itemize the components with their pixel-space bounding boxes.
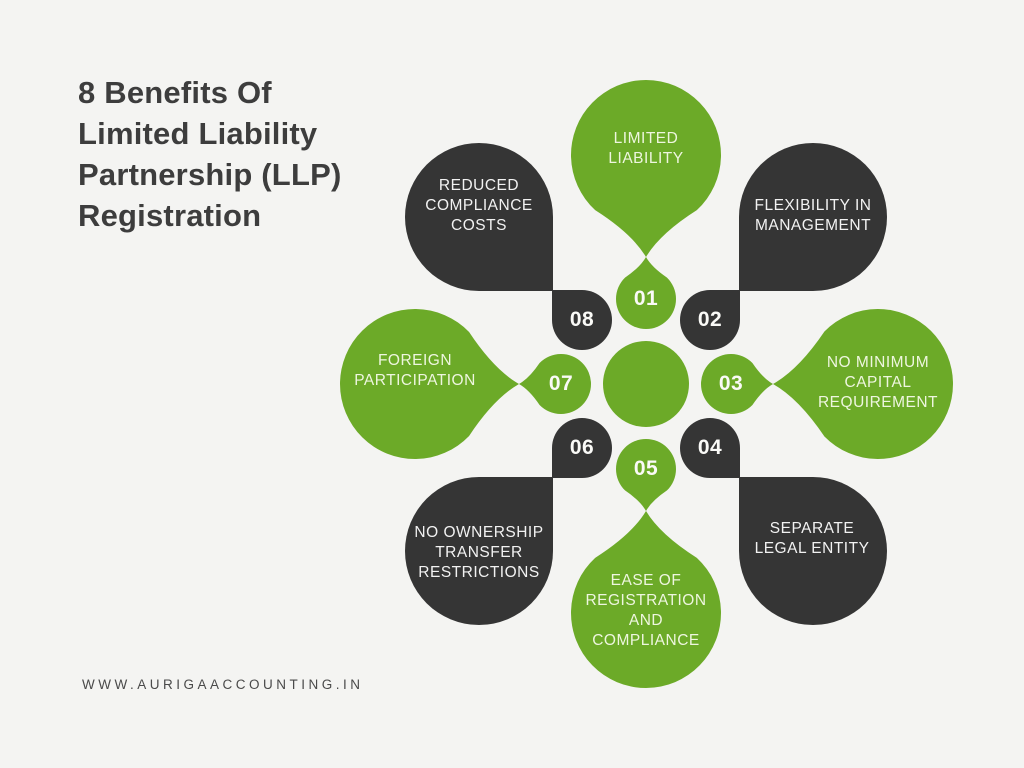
badge-shape-04 [680,418,740,478]
petal-shape-06 [405,477,553,625]
badge-shape-01 [616,257,676,330]
petal-shape-08 [405,143,553,291]
petal-shape-04 [739,477,887,625]
center-circle [603,341,689,427]
website-url: WWW.AURIGAACCOUNTING.IN [82,677,364,692]
page-title: 8 Benefits Of Limited Liability Partners… [78,75,342,233]
petal-shape-03 [773,308,954,459]
badge-shape-02 [680,290,740,350]
badge-shape-03 [701,354,773,415]
badge-shape-05 [616,439,676,511]
badge-shape-06 [552,418,612,478]
petal-shape-05 [571,511,721,689]
petal-shape-02 [739,143,887,291]
badge-shape-08 [552,290,612,350]
badge-shape-07 [519,354,591,415]
petal-shape-07 [340,309,519,459]
petal-shape-01 [571,79,721,257]
